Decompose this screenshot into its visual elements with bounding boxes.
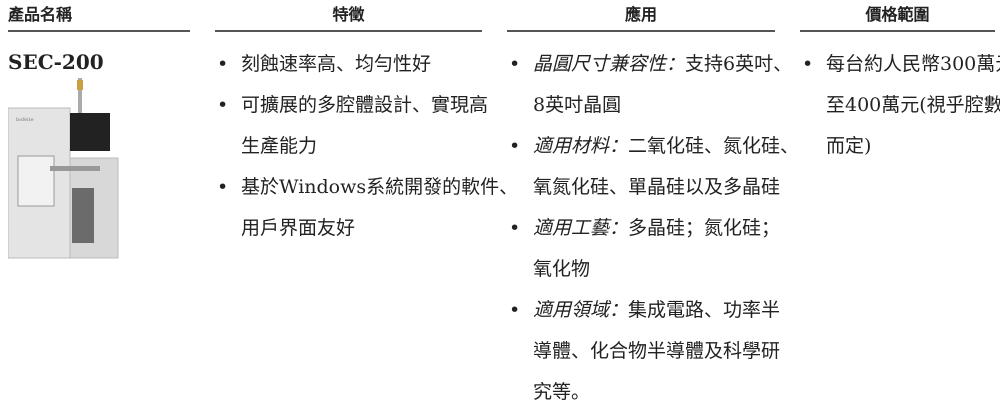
application-text: 多晶硅；氮化硅；	[628, 217, 781, 239]
price-item: • 每台約人民幣300萬元至400萬元(視乎腔數而定)	[800, 44, 1000, 167]
application-text: 導體、化合物半導體及科學研	[533, 340, 781, 362]
price-list: • 每台約人民幣300萬元至400萬元(視乎腔數而定)	[800, 44, 1000, 167]
application-label: 適用材料：	[533, 135, 629, 157]
features-list: • 刻蝕速率高、均勻性好 • 可擴展的多腔體設計、實現高生產能力 • 基於Window…	[215, 44, 519, 249]
application-text: 二氧化硅、氮化硅、	[628, 135, 800, 157]
feature-text: 用戶界面友好	[241, 217, 356, 239]
feature-text: 可擴展的多腔體設計、實現高	[241, 94, 489, 116]
application-label: 適用工藝：	[533, 217, 629, 239]
applications-column: 應用 • 晶圓尺寸兼容性：支持6英吋、 8英吋晶圓 • 適用材料：二氧化硅、氮化硅、氧…	[507, 0, 799, 403]
application-text: 氧化物	[533, 258, 591, 280]
bullet-icon: •	[509, 299, 521, 321]
application-label: 適用領域：	[533, 299, 629, 321]
application-item: • 適用領域：集成電路、功率半導體、化合物半導體及科學研究等。	[507, 290, 781, 413]
feature-text: 生產能力	[241, 135, 318, 157]
header-features: 特徵	[215, 0, 482, 32]
bullet-icon: •	[509, 217, 521, 239]
price-text: 而定)	[826, 135, 872, 157]
application-text: 集成電路、功率半	[628, 299, 781, 321]
header-product-name: 產品名稱	[8, 0, 190, 32]
bullet-icon: •	[509, 53, 521, 75]
machine-logo: bofeite	[16, 117, 34, 123]
application-item: • 適用材料：二氧化硅、氮化硅、氧氮化硅、單晶硅以及多晶硅	[507, 126, 799, 208]
bullet-icon: •	[217, 53, 229, 75]
feature-text: 基於Windows系統開發的軟件、	[241, 176, 519, 198]
feature-text: 刻蝕速率高、均勻性好	[241, 53, 432, 75]
application-text: 氧氮化硅、單晶硅以及多晶硅	[533, 176, 781, 198]
feature-item: • 刻蝕速率高、均勻性好	[215, 44, 482, 85]
applications-list: • 晶圓尺寸兼容性：支持6英吋、 8英吋晶圓 • 適用材料：二氧化硅、氮化硅、氧氮化硅…	[507, 44, 799, 413]
application-item: • 適用工藝：多晶硅；氮化硅； 氧化物	[507, 208, 780, 290]
application-text: 支持6英吋、	[685, 53, 793, 75]
application-text: 究等。	[533, 381, 591, 403]
application-item: • 晶圓尺寸兼容性：支持6英吋、 8英吋晶圓	[507, 44, 792, 126]
bullet-icon: •	[217, 176, 229, 198]
product-name: SEC-200	[8, 50, 104, 74]
product-image-etching-machine: bofeite	[8, 78, 119, 259]
bullet-icon: •	[509, 135, 521, 157]
price-column: 價格範圍 • 每台約人民幣300萬元至400萬元(視乎腔數而定)	[800, 0, 1000, 157]
bullet-icon: •	[802, 53, 814, 75]
application-label: 晶圓尺寸兼容性：	[533, 53, 686, 75]
price-text: 至400萬元(視乎腔數	[826, 94, 1000, 116]
application-text: 8英吋晶圓	[533, 94, 622, 116]
feature-item: • 可擴展的多腔體設計、實現高生產能力	[215, 85, 489, 167]
features-column: 特徵 • 刻蝕速率高、均勻性好 • 可擴展的多腔體設計、實現高生產能力 • 基於Win…	[215, 0, 518, 239]
feature-item: • 基於Windows系統開發的軟件、用戶界面友好	[215, 167, 519, 249]
header-applications: 應用	[507, 0, 775, 32]
product-name-column: 產品名稱 SEC-200 bofeite	[8, 0, 190, 259]
bullet-icon: •	[217, 94, 229, 116]
price-text: 每台約人民幣300萬元	[826, 53, 1000, 75]
header-price: 價格範圍	[800, 0, 995, 32]
